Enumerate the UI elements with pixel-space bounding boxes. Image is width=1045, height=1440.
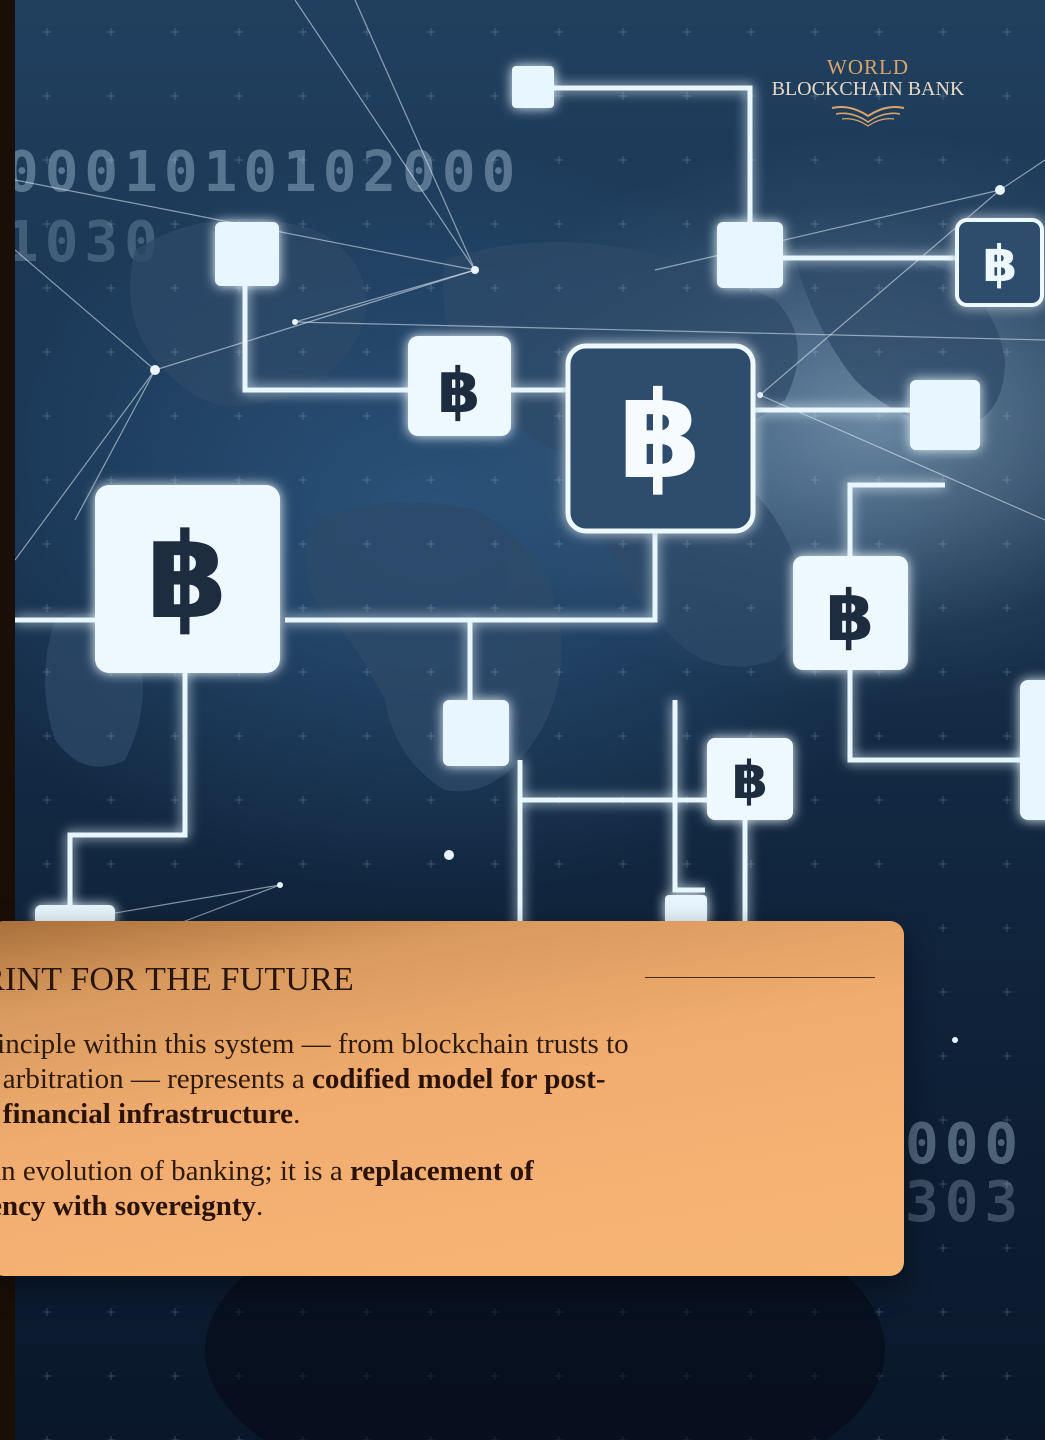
logo-line-blockchain-bank: BLOCKCHAIN BANK: [771, 78, 965, 100]
title-divider: [645, 977, 875, 978]
paragraph-text: t an evolution of banking; it is a: [0, 1155, 350, 1187]
emphasis-text: dency with sovereignty: [0, 1190, 257, 1222]
paragraph-text: .: [256, 1190, 264, 1222]
svg-text:฿: ฿: [437, 354, 480, 427]
bitcoin-blocks: [95, 218, 1044, 820]
mesh-lines: [15, 0, 1045, 941]
bitcoin-icon: ฿ ฿ ฿ ฿ ฿ ฿: [146, 235, 1017, 811]
emphasis-text: codified model for post-: [312, 1063, 606, 1095]
svg-text:฿: ฿: [732, 751, 768, 811]
mesh-nodes: [150, 185, 1005, 1043]
emphasis-text: al financial infrastructure: [0, 1098, 294, 1130]
svg-text:฿: ฿: [983, 235, 1018, 293]
paragraph-codified-model: principle within this system — from bloc…: [0, 1027, 833, 1132]
circuit-traces: [15, 85, 1045, 930]
future-blueprint-card: PRINT FOR THE FUTURE principle within th…: [0, 921, 904, 1276]
card-title: PRINT FOR THE FUTURE: [0, 961, 354, 998]
svg-text:฿: ฿: [618, 367, 702, 506]
svg-text:฿: ฿: [826, 575, 875, 657]
world-blockchain-bank-logo: WORLD BLOCKCHAIN BANK: [738, 56, 998, 128]
plain-nodes: [35, 66, 1045, 925]
paragraph-text: .: [293, 1098, 301, 1130]
svg-text:฿: ฿: [146, 507, 228, 645]
logo-line-world: WORLD: [827, 55, 909, 79]
paragraph-text: principle within this system — from bloc…: [0, 1028, 629, 1060]
paragraph-text: in arbitration — represents a: [0, 1063, 313, 1095]
book-icon: [831, 106, 905, 127]
paragraph-sovereignty: t an evolution of banking; it is a repla…: [0, 1154, 833, 1224]
emphasis-text: replacement of: [349, 1155, 534, 1187]
